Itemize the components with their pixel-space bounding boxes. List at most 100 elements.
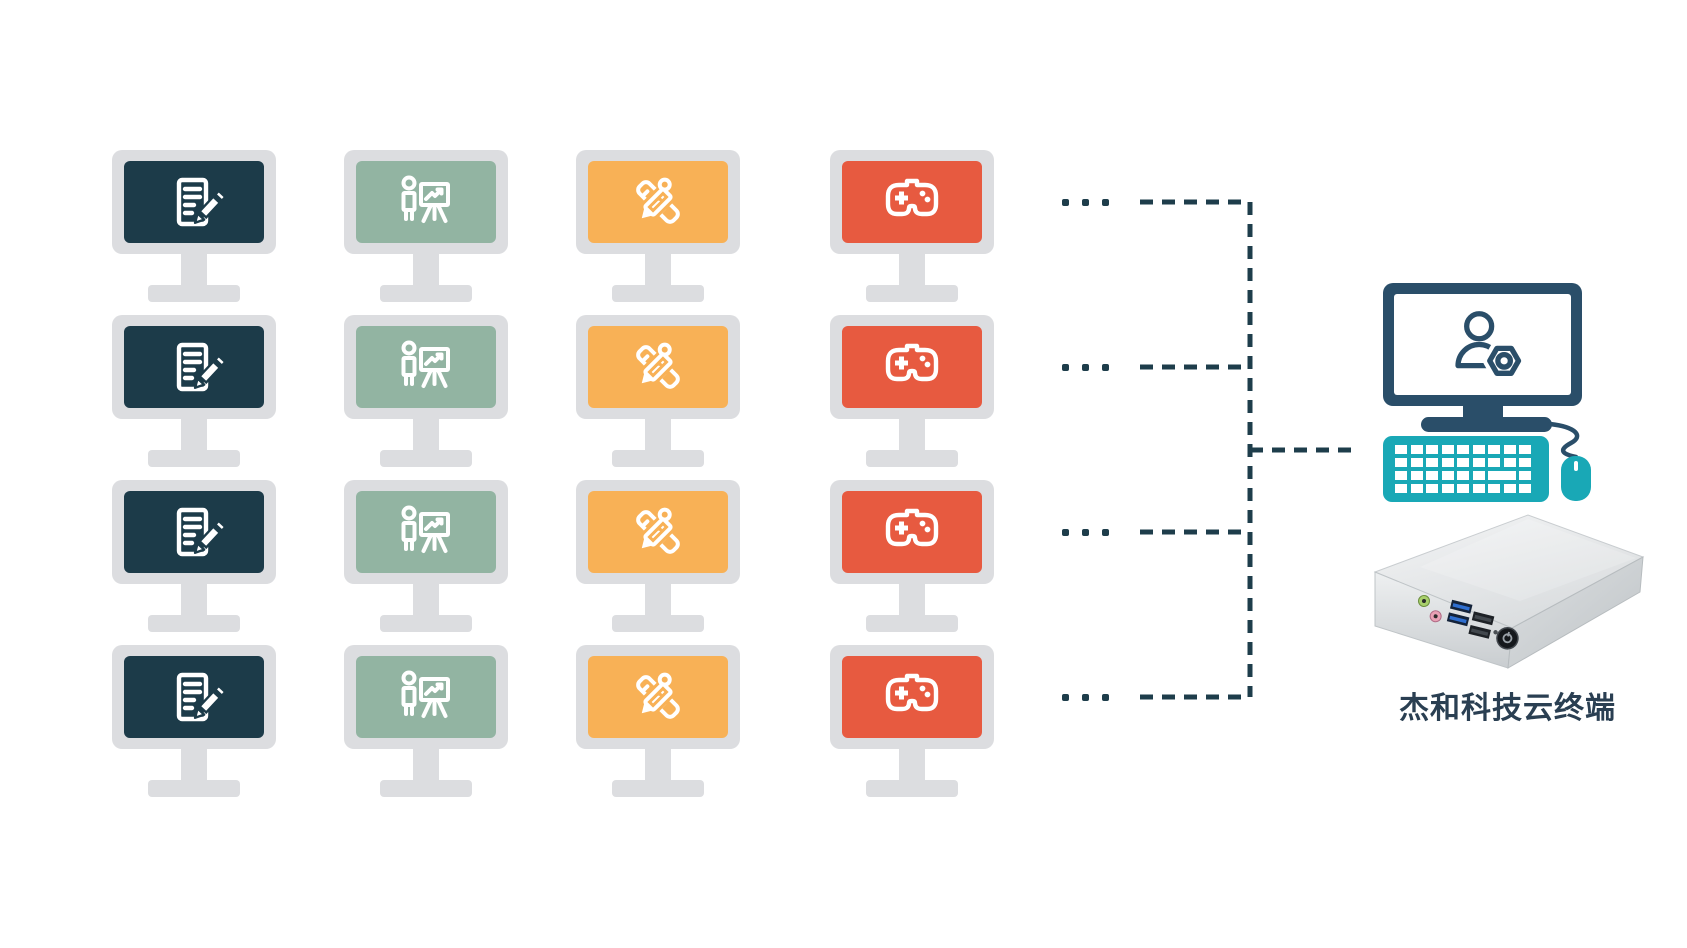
monitor-neck (413, 253, 439, 286)
client-monitor-design (576, 645, 740, 797)
monitor-neck (645, 418, 671, 451)
ellipsis-dot (1062, 198, 1069, 206)
monitor-neck (645, 583, 671, 616)
monitor-base (148, 450, 240, 467)
monitor-neck (413, 748, 439, 781)
client-monitor-office (112, 480, 276, 632)
monitor-screen-office (124, 491, 264, 573)
keyboard-key (1441, 445, 1454, 454)
admin-monitor-stand (1421, 417, 1552, 432)
keyboard-key (1472, 484, 1485, 493)
client-monitor-design (576, 480, 740, 632)
monitor-neck (413, 418, 439, 451)
client-monitor-gaming (830, 150, 994, 302)
keyboard-key (1519, 445, 1531, 454)
monitor-base (612, 615, 704, 632)
client-monitor-presentation (344, 150, 508, 302)
keyboard-key (1472, 458, 1485, 467)
row-ellipsis (1062, 693, 1109, 701)
ellipsis-dot (1062, 363, 1069, 371)
ellipsis-dot (1102, 528, 1109, 536)
keyboard-key (1395, 458, 1407, 467)
keyboard-key (1441, 471, 1454, 480)
ellipsis-dot (1062, 693, 1069, 701)
monitor-screen-gaming (842, 491, 982, 573)
monitor-base (148, 780, 240, 797)
mouse-notch (1574, 461, 1578, 471)
client-monitor-presentation (344, 645, 508, 797)
monitor-screen-presentation (356, 326, 496, 408)
admin-mouse (1561, 456, 1591, 501)
keyboard-key (1503, 458, 1516, 467)
client-monitor-gaming (830, 315, 994, 467)
admin-monitor-screen (1394, 294, 1571, 395)
monitor-screen-presentation (356, 161, 496, 243)
keyboard-key (1457, 484, 1469, 493)
monitor-neck (899, 748, 925, 781)
monitor-base (380, 780, 472, 797)
monitor-base (380, 450, 472, 467)
client-monitor-office (112, 645, 276, 797)
monitor-screen-design (588, 656, 728, 738)
monitor-neck (181, 253, 207, 286)
monitor-neck (181, 748, 207, 781)
monitor-screen-design (588, 326, 728, 408)
monitor-neck (413, 583, 439, 616)
row-ellipsis (1062, 198, 1109, 206)
row-ellipsis (1062, 363, 1109, 371)
admin-keyboard (1383, 436, 1549, 502)
keyboard-key (1472, 445, 1485, 454)
keyboard-key (1488, 445, 1500, 454)
cloud-terminal-device (1373, 514, 1645, 669)
monitor-base (380, 285, 472, 302)
monitor-screen-gaming (842, 161, 982, 243)
device-caption: 杰和科技云终端 (1399, 692, 1616, 725)
monitor-neck (645, 253, 671, 286)
keyboard-key (1457, 445, 1469, 454)
monitor-base (612, 780, 704, 797)
monitor-base (866, 615, 958, 632)
client-monitor-office (112, 315, 276, 467)
monitor-neck (899, 418, 925, 451)
monitor-base (148, 285, 240, 302)
keyboard-key (1395, 445, 1407, 454)
ellipsis-dot (1082, 198, 1089, 206)
keyboard-key (1457, 471, 1469, 480)
keyboard-key (1395, 471, 1407, 480)
keyboard-key (1519, 471, 1531, 480)
keyboard-key (1426, 458, 1438, 467)
keyboard-keys (1395, 445, 1537, 493)
ellipsis-dot (1062, 528, 1069, 536)
ellipsis-dot (1082, 363, 1089, 371)
ellipsis-dot (1082, 693, 1089, 701)
monitor-neck (181, 583, 207, 616)
client-monitor-office (112, 150, 276, 302)
monitor-base (380, 615, 472, 632)
row-ellipsis (1062, 528, 1109, 536)
keyboard-key (1410, 471, 1423, 480)
monitor-base (612, 285, 704, 302)
keyboard-key (1519, 458, 1531, 467)
device-front-ports (1418, 595, 1519, 650)
keyboard-key (1441, 484, 1454, 493)
client-monitor-design (576, 150, 740, 302)
keyboard-key (1410, 445, 1423, 454)
keyboard-key (1472, 471, 1485, 480)
keyboard-key (1426, 471, 1438, 480)
admin-monitor (1383, 283, 1582, 406)
keyboard-key (1488, 471, 1516, 480)
monitor-screen-presentation (356, 656, 496, 738)
keyboard-key (1441, 458, 1454, 467)
monitor-screen-design (588, 161, 728, 243)
client-monitor-gaming (830, 480, 994, 632)
monitor-base (612, 450, 704, 467)
keyboard-key (1395, 484, 1407, 493)
monitor-neck (899, 583, 925, 616)
monitor-screen-office (124, 656, 264, 738)
monitor-base (866, 780, 958, 797)
client-monitor-gaming (830, 645, 994, 797)
monitor-neck (181, 418, 207, 451)
